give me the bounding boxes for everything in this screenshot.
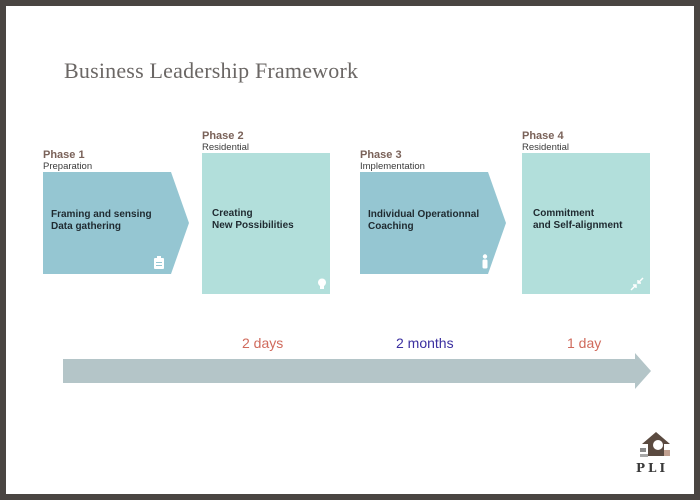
- phase-2-text-line2: New Possibilities: [212, 220, 294, 231]
- phase-4-rect-shape: [522, 153, 650, 294]
- page-title: Business Leadership Framework: [64, 58, 359, 83]
- duration-phase-2: 2 days: [242, 335, 284, 351]
- clipboard-icon: [154, 256, 164, 269]
- phase-3-header: Phase 3 Implementation: [360, 149, 425, 172]
- pli-logo: PLI: [634, 428, 678, 478]
- pli-logo-text: PLI: [636, 461, 669, 475]
- phase-4-header: Phase 4 Residential: [522, 130, 569, 153]
- person-icon: [482, 254, 488, 269]
- phase-4-text-line2: and Self-alignment: [533, 220, 623, 231]
- phase-3-block: Individual Operationnal Coaching: [360, 172, 506, 274]
- phase-1-arrow-shape: [43, 172, 189, 274]
- phase-3-number: Phase 3: [360, 149, 402, 161]
- phase-1-block: Framing and sensing Data gathering: [43, 172, 189, 274]
- phase-2-text-line1: Creating: [212, 208, 253, 219]
- phase-1-number: Phase 1: [43, 149, 85, 161]
- phase-4-text-line1: Commitment: [533, 208, 595, 219]
- converge-arrows-icon: [630, 277, 644, 291]
- phase-3-text: Individual Operationnal Coaching: [368, 209, 479, 233]
- phase-3-arrow-shape: [360, 172, 506, 274]
- phase-2-block: Creating New Possibilities: [202, 153, 330, 294]
- phase-4-block: Commitment and Self-alignment: [522, 153, 650, 294]
- phase-2-header: Phase 2 Residential: [202, 130, 249, 153]
- timeline-arrow: [63, 353, 651, 389]
- phase-2-number: Phase 2: [202, 130, 244, 142]
- pli-logo-mark: [640, 432, 670, 457]
- duration-phase-4: 1 day: [567, 335, 602, 351]
- phase-2-text: Creating New Possibilities: [212, 208, 294, 232]
- phase-2-rect-shape: [202, 153, 330, 294]
- phase-3-subtitle: Implementation: [360, 161, 425, 172]
- lightbulb-icon: [318, 278, 326, 289]
- phase-4-text: Commitment and Self-alignment: [533, 208, 622, 232]
- phase-1-text: Framing and sensing Data gathering: [51, 209, 152, 233]
- phase-1-text-line1: Framing and sensing: [51, 209, 152, 220]
- phase-3-text-line1: Individual Operationnal: [368, 209, 480, 220]
- slide: Business Leadership Framework Phase 1 Pr…: [6, 6, 694, 494]
- phase-3-text-line2: Coaching: [368, 221, 414, 232]
- phase-1-text-line2: Data gathering: [51, 221, 122, 232]
- phase-1-subtitle: Preparation: [43, 161, 93, 172]
- duration-phase-3: 2 months: [396, 335, 454, 351]
- phase-4-subtitle: Residential: [522, 142, 569, 153]
- phase-2-subtitle: Residential: [202, 142, 249, 153]
- phase-4-number: Phase 4: [522, 130, 564, 142]
- phase-1-header: Phase 1 Preparation: [43, 149, 92, 172]
